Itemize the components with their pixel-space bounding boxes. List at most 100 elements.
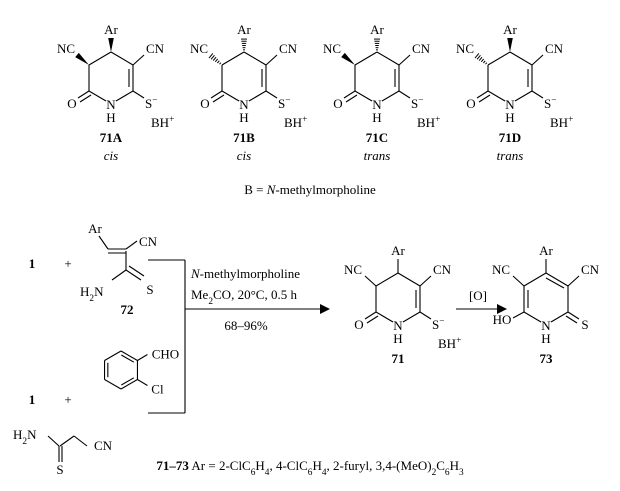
ring-bond (243, 51, 267, 66)
text-run: , 4-ClC (269, 458, 307, 473)
text-run: 2 (89, 294, 94, 304)
text-run: 4 (265, 468, 270, 478)
compound-number: 71D (499, 130, 521, 145)
wedge-bond (341, 52, 355, 65)
reagent-label: N-methylmorpholine (190, 266, 300, 281)
ring-bond (120, 350, 138, 361)
cyano-label: CN (279, 41, 298, 56)
sulfur-label: S (146, 282, 153, 297)
wedge-bond (507, 38, 513, 52)
charge-label: + (302, 115, 307, 125)
compound-number: 71C (366, 130, 388, 145)
counterion-label: BH+ (284, 115, 307, 130)
thiolate-label: S− (145, 96, 158, 111)
cyano-label: CN (433, 262, 452, 277)
compound-number: 71 (392, 351, 405, 366)
ring-bond (487, 51, 511, 66)
double-bond (366, 315, 379, 324)
cation-label: BH (438, 336, 456, 351)
ring-bond (120, 379, 138, 390)
double-bond (128, 265, 145, 277)
hydrogen-label: H (541, 331, 550, 346)
hash-line (480, 58, 484, 63)
text-run: 2 (432, 468, 437, 478)
ring-bond (514, 90, 533, 102)
thiolate-label: S− (544, 96, 557, 111)
text-run: H (450, 458, 459, 473)
bond (343, 90, 356, 99)
text-run: B = (244, 182, 267, 197)
text-run: 4 (322, 468, 327, 478)
sulfur-label: S (432, 317, 439, 332)
amino-label: H2N (80, 284, 104, 304)
hash-line (214, 58, 218, 63)
ring-bond (354, 90, 373, 102)
thiolate-label: S− (432, 317, 445, 332)
hydrogen-label: H (372, 110, 381, 125)
ring-bond (402, 311, 421, 323)
ring-bond (354, 51, 378, 66)
ring-bond (110, 51, 134, 66)
hash-line (476, 54, 481, 60)
charge-label: + (456, 336, 461, 346)
hashed-bond (208, 53, 222, 65)
charge-label: − (418, 96, 423, 106)
ring-bond (397, 272, 421, 287)
counterion-label: BH+ (438, 336, 461, 351)
base-definition: B = N-methylmorpholine (244, 182, 376, 197)
cyano-label: CN (581, 262, 600, 277)
cyano-label: CN (94, 438, 113, 453)
hash-line (219, 62, 222, 65)
bond (512, 275, 525, 287)
sulfur-label: S (411, 96, 418, 111)
ring-bond (523, 311, 542, 323)
charge-label: − (285, 96, 290, 106)
bond (398, 54, 411, 66)
nitrogen-label: N (505, 97, 515, 112)
charge-label: − (551, 96, 556, 106)
bond (132, 54, 145, 66)
oxygen-label: O (333, 96, 342, 111)
stereo-descriptor: trans (364, 148, 391, 163)
bond (125, 269, 142, 281)
ring-bond (381, 90, 400, 102)
bond (47, 435, 60, 447)
text-run: -methylmorpholine (275, 182, 376, 197)
bond (111, 269, 127, 281)
text-run: -methylmorpholine (200, 266, 301, 281)
thiolate-label: S− (411, 96, 424, 111)
charge-label: + (568, 115, 573, 125)
ring-bond (221, 90, 240, 102)
ring-bond (104, 350, 122, 361)
arrowhead-icon (320, 304, 330, 314)
double-bond (79, 94, 92, 103)
thiolate-label: S− (278, 96, 291, 111)
bond (364, 275, 377, 287)
ring-bond (376, 51, 400, 66)
double-bond (121, 354, 135, 363)
conditions-label: Me2CO, 20°C, 0.5 h (191, 287, 297, 307)
bond (98, 235, 109, 250)
bond (59, 435, 75, 447)
cyano-label: NC (323, 41, 341, 56)
ring-bond (221, 51, 245, 66)
stereo-descriptor: trans (497, 148, 524, 163)
bond (531, 90, 544, 99)
stereo-descriptor: cis (104, 148, 118, 163)
hash-line (210, 54, 215, 60)
cyano-label: CN (139, 234, 158, 249)
nitrogen-label: N (393, 318, 403, 333)
hash-line (485, 62, 488, 65)
nitrogen-label: N (541, 318, 551, 333)
cation-label: BH (284, 115, 302, 130)
reactant-1-label: 1 (29, 392, 36, 407)
cation-label: BH (550, 115, 568, 130)
cyano-label: CN (146, 41, 165, 56)
compound-number: 71B (233, 130, 255, 145)
charge-label: − (152, 96, 157, 106)
counterion-label: BH+ (151, 115, 174, 130)
